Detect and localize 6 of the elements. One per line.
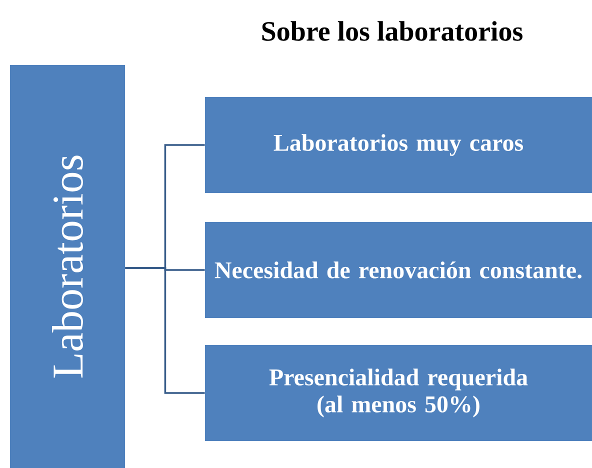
side-bar: Laboratorios	[10, 65, 125, 468]
text-box: Necesidad de renovación constante.	[205, 222, 592, 318]
title: Sobre los laboratorios	[262, 21, 522, 41]
connector	[125, 267, 205, 394]
text-box: Presencialidad requerida (al menos 50%)	[205, 344, 592, 441]
text-box: Laboratorios muy caros	[205, 97, 592, 193]
